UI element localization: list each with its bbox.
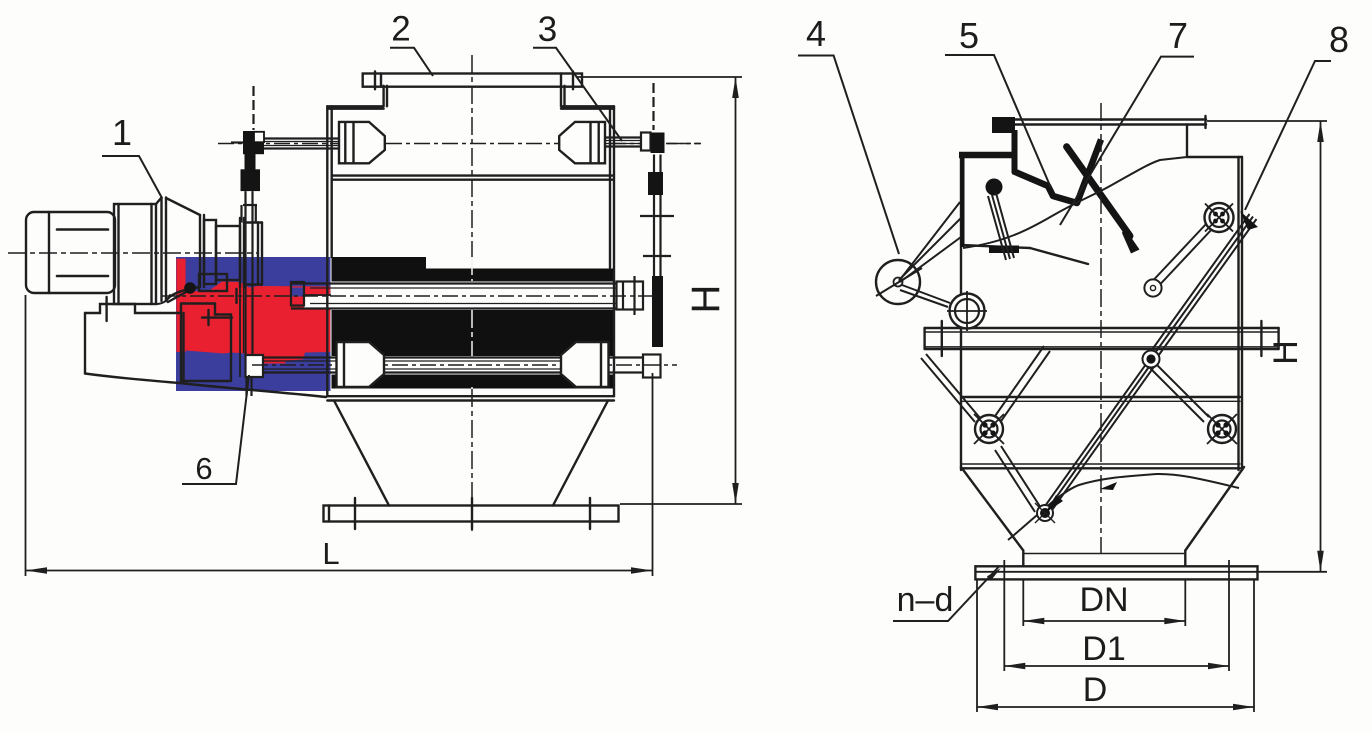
svg-text:DN: DN <box>1079 581 1128 619</box>
svg-text:D1: D1 <box>1082 630 1125 668</box>
svg-text:5: 5 <box>959 15 979 56</box>
svg-text:2: 2 <box>391 10 410 49</box>
svg-text:H: H <box>1267 340 1305 365</box>
svg-text:L: L <box>322 536 339 571</box>
svg-text:1: 1 <box>112 112 132 153</box>
svg-text:7: 7 <box>1168 15 1188 56</box>
svg-text:4: 4 <box>806 13 826 54</box>
svg-text:D: D <box>1083 671 1108 709</box>
svg-text:n–d: n–d <box>897 581 954 619</box>
svg-text:3: 3 <box>538 10 557 49</box>
svg-text:6: 6 <box>195 451 212 486</box>
svg-text:H: H <box>684 285 728 314</box>
svg-text:8: 8 <box>1329 19 1349 60</box>
